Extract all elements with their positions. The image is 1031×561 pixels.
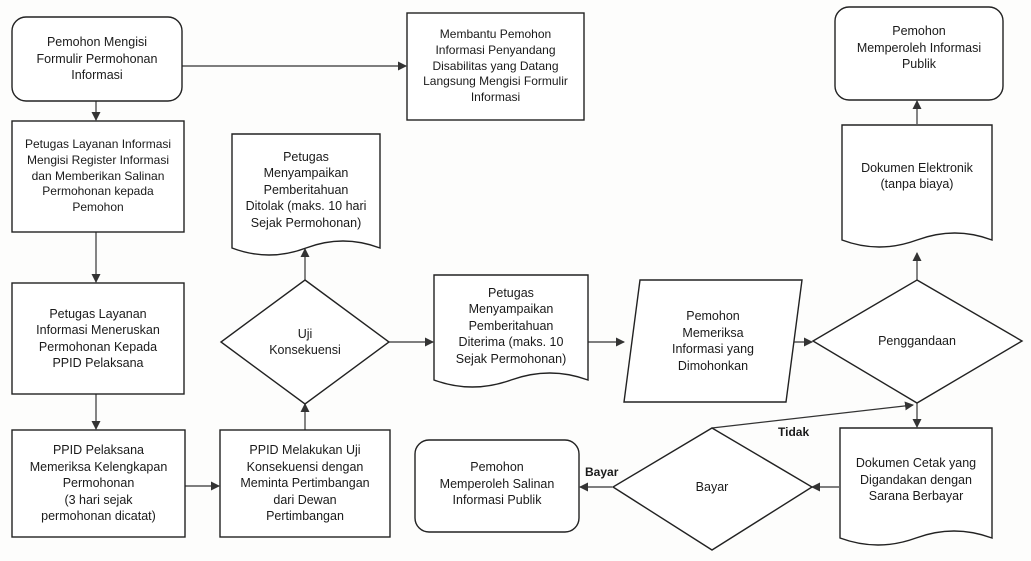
node-n16-label: Pemohon Memperoleh Salinan Informasi Pub… — [439, 460, 555, 508]
node-n8-label: Membantu Pemohon Informasi Penyandang Di… — [423, 26, 568, 105]
node-n10-label: Pemohon Memeriksa Informasi yang Dimohon… — [672, 309, 754, 373]
node-n12-shape — [841, 124, 993, 248]
node-n1-shape — [11, 16, 183, 102]
node-n5-label: PPID Melakukan Uji Konsekuensi dengan Me… — [240, 443, 370, 524]
node-n14-label: Dokumen Cetak yang Digandakan dengan Sar… — [855, 456, 977, 504]
edge-label-tidak: Tidak — [778, 425, 810, 439]
node-n3-label: Petugas Layanan Informasi Meneruskan Per… — [36, 306, 160, 371]
node-n5-shape — [219, 429, 391, 538]
node-n1-label: Pemohon Mengisi Formulir Permohonan Info… — [36, 35, 158, 83]
edge-label-bayar: Bayar — [585, 465, 619, 479]
node-n11-shape — [811, 279, 1024, 404]
node-n7-label: Petugas Menyampaikan Pemberitahuan Ditol… — [245, 149, 367, 230]
node-n2-label: Petugas Layanan Informasi Mengisi Regist… — [24, 136, 172, 215]
node-n4-shape — [11, 429, 186, 538]
node-n7-shape — [231, 133, 381, 256]
node-n14-shape — [839, 427, 993, 546]
node-n15-shape — [611, 427, 814, 551]
connector-n15-n11-tidak — [711, 401, 914, 429]
node-n9-label: Petugas Menyampaikan Pemberitahuan Diter… — [455, 285, 567, 366]
node-n16-shape — [414, 439, 580, 533]
node-n4-label: PPID Pelaksana Memeriksa Kelengkapan Per… — [29, 443, 168, 524]
node-n13-shape — [834, 6, 1004, 101]
node-n6-shape — [219, 279, 391, 405]
node-n10-shape — [623, 279, 803, 403]
node-n12-label: Dokumen Elektronik (tanpa biaya) — [861, 160, 973, 192]
node-n9-shape — [433, 274, 589, 388]
node-n3-shape — [11, 282, 185, 395]
node-n6-label: Uji Konsekuensi — [269, 326, 341, 358]
node-n2-shape — [11, 120, 185, 233]
node-n8-shape — [406, 12, 585, 121]
node-n11-label: Penggandaan — [878, 333, 956, 348]
node-n15-label: Bayar — [695, 479, 729, 494]
node-n13-label: Pemohon Memperoleh Informasi Publik — [856, 24, 982, 72]
